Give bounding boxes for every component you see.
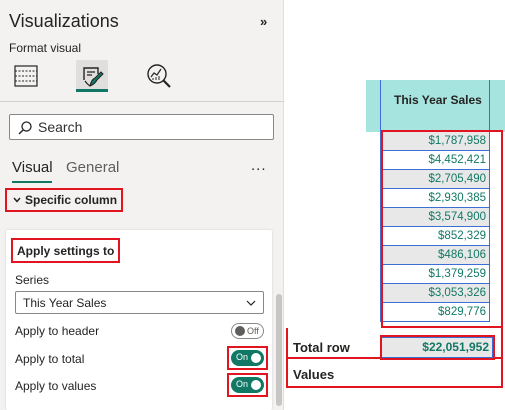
table-cell: $3,574,900	[380, 208, 490, 227]
tab-general[interactable]: General	[66, 159, 120, 176]
search-input[interactable]	[38, 119, 258, 135]
pane-scrollbar[interactable]	[276, 294, 282, 406]
series-selected-value: This Year Sales	[23, 296, 107, 310]
card-title: Apply settings to	[11, 238, 121, 263]
analytics-magnifier-icon	[147, 64, 171, 88]
table-cell: $2,930,385	[380, 189, 490, 208]
apply-to-total-toggle[interactable]: On	[231, 350, 264, 366]
apply-to-header-label: Apply to header	[15, 324, 100, 338]
values-annotation: Values	[293, 367, 335, 382]
column-header[interactable]: This Year Sales	[380, 80, 505, 132]
column-divider	[489, 80, 490, 132]
table-cell: $852,329	[380, 227, 490, 246]
chevron-down-icon	[246, 300, 256, 306]
format-visual-button[interactable]	[76, 60, 108, 92]
table-cell: $1,787,958	[380, 132, 490, 151]
format-visual-label: Format visual	[9, 41, 82, 55]
table-grid-icon	[14, 65, 38, 87]
apply-to-total-label: Apply to total	[15, 352, 85, 366]
table-cell: $486,106	[380, 246, 490, 265]
header-fill	[366, 80, 380, 132]
search-box[interactable]	[9, 114, 274, 140]
toggle-state-text: Off	[247, 326, 259, 336]
section-label: Specific column	[25, 193, 118, 207]
total-highlight-frame	[380, 335, 495, 360]
specific-column-section-header[interactable]: Specific column	[5, 188, 123, 212]
series-label: Series	[15, 273, 50, 287]
total-row-annotation: Total row	[293, 340, 350, 355]
apply-settings-card: Apply settings to Series This Year Sales…	[6, 230, 272, 410]
values-highlight-frame	[381, 130, 503, 328]
total-cell: $22,051,952	[381, 337, 493, 358]
table-body: $1,787,958 $4,452,421 $2,705,490 $2,930,…	[380, 132, 490, 322]
chevron-down-icon	[13, 197, 21, 203]
apply-to-header-toggle[interactable]: Off	[231, 323, 264, 339]
active-tab-indicator	[12, 181, 52, 183]
tab-visual[interactable]: Visual	[12, 159, 53, 176]
toggle-state-text: On	[236, 379, 249, 389]
series-dropdown[interactable]: This Year Sales	[15, 291, 264, 314]
visualizations-pane: Visualizations » Format visual	[0, 0, 284, 410]
column-header-label: This Year Sales	[394, 93, 482, 107]
toggle-knob	[251, 353, 261, 363]
toggle-state-text: On	[236, 352, 249, 362]
toggle-knob	[251, 380, 261, 390]
table-cell: $3,053,326	[380, 284, 490, 303]
table-cell: $2,705,490	[380, 170, 490, 189]
highlight-frame: On	[227, 373, 268, 397]
expand-pane-icon[interactable]: »	[260, 14, 268, 29]
table-cell: $829,776	[380, 303, 490, 322]
apply-to-values-label: Apply to values	[15, 379, 97, 393]
pane-divider	[0, 101, 284, 102]
highlight-frame: On	[227, 346, 268, 370]
analytics-button[interactable]	[143, 60, 175, 92]
table-cell: $1,379,259	[380, 265, 490, 284]
table-cell: $4,452,421	[380, 151, 490, 170]
format-paintbrush-icon	[83, 67, 104, 87]
search-icon	[18, 121, 32, 135]
apply-to-values-toggle[interactable]: On	[231, 377, 264, 393]
pane-title: Visualizations	[9, 11, 119, 31]
table-visual[interactable]: This Year Sales $1,787,958 $4,452,421 $2…	[366, 80, 505, 360]
more-options-icon[interactable]: ...	[251, 157, 267, 174]
build-visual-button[interactable]	[9, 60, 41, 92]
toggle-knob	[235, 326, 245, 336]
